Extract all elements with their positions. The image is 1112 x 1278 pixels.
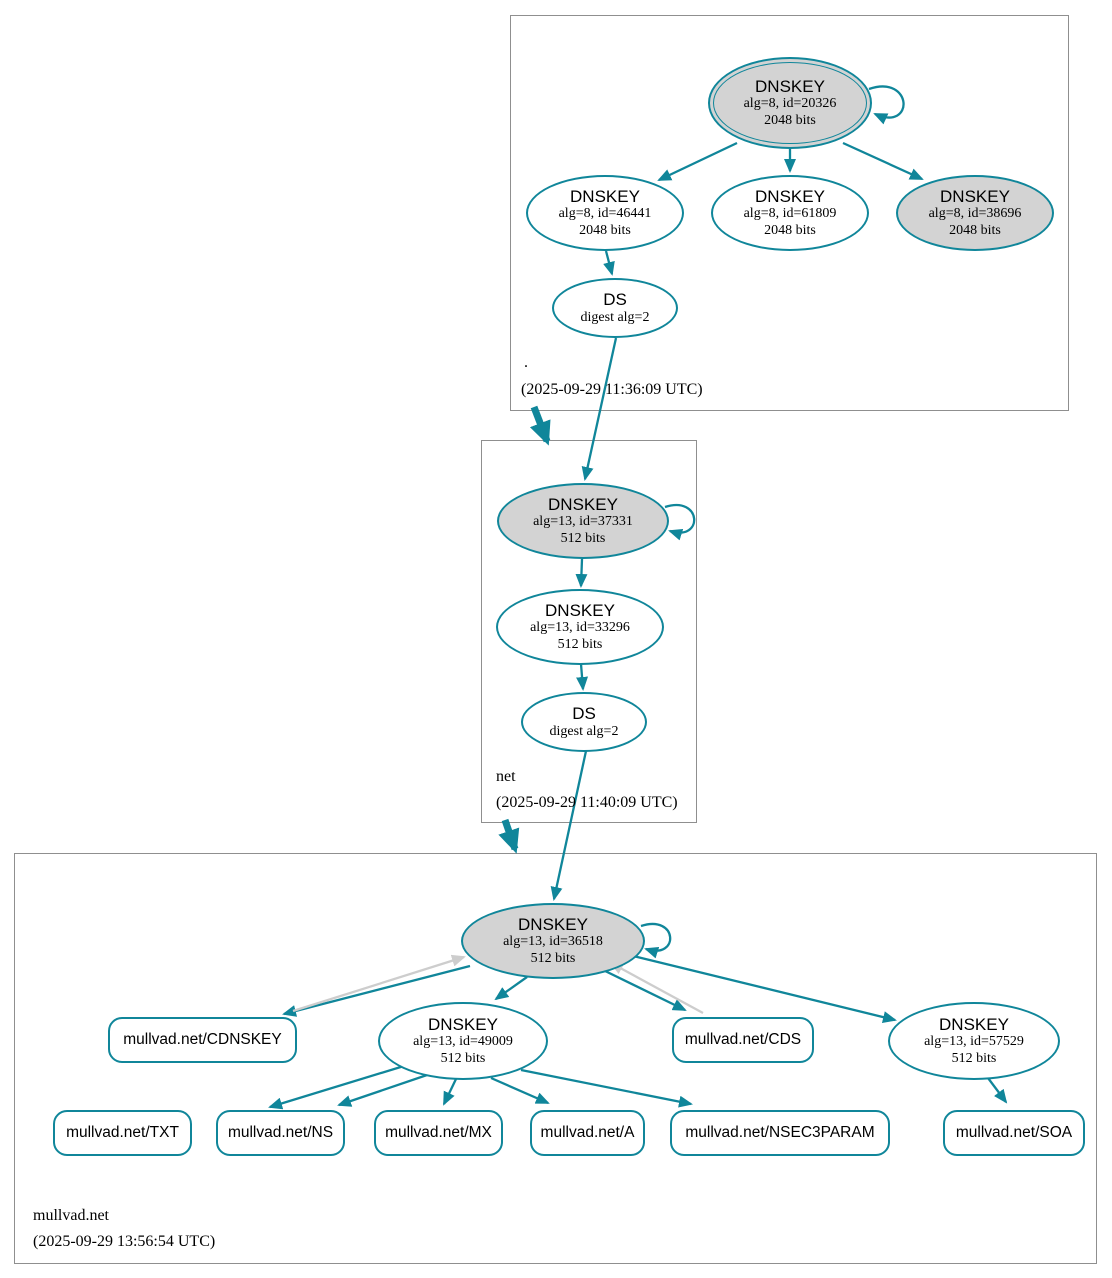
rrset-mullvad-soa[interactable]: mullvad.net/SOA xyxy=(943,1110,1085,1156)
edge-cds-to-ksk-gray xyxy=(609,961,704,1015)
edge-zsk-to-nsec3param xyxy=(520,1068,693,1108)
node-bits: 512 bits xyxy=(440,1050,486,1066)
rrset-mullvad-txt[interactable]: mullvad.net/TXT xyxy=(53,1110,192,1156)
edge-root-ksk-to-zsk38696 xyxy=(842,141,924,181)
dnskey-root-20326[interactable]: DNSKEY alg=8, id=20326 2048 bits xyxy=(708,57,872,149)
ds-net[interactable]: DS digest alg=2 xyxy=(521,692,647,752)
node-title: DNSKEY xyxy=(545,600,615,620)
node-title: DNSKEY xyxy=(755,76,825,96)
edge-root-ksk-selfloop xyxy=(868,85,905,125)
zone-label-net: net xyxy=(496,768,516,785)
node-title: DNSKEY xyxy=(755,186,825,206)
rrset-mullvad-ns[interactable]: mullvad.net/NS xyxy=(216,1110,345,1156)
node-title: DNSKEY xyxy=(940,186,1010,206)
node-detail: alg=13, id=33296 xyxy=(530,620,630,636)
rrset-mullvad-mx[interactable]: mullvad.net/MX xyxy=(374,1110,503,1156)
node-bits: 2048 bits xyxy=(949,222,1001,238)
node-bits: 512 bits xyxy=(951,1050,997,1066)
edge-root-ds-to-net-ksk xyxy=(581,337,618,481)
edge-ksk-to-ksk57529 xyxy=(624,952,897,1023)
node-bits: 2048 bits xyxy=(764,112,816,128)
dnskey-root-46441[interactable]: DNSKEY alg=8, id=46441 2048 bits xyxy=(526,175,684,251)
zone-label-root: . xyxy=(524,354,528,371)
rrset-mullvad-cds[interactable]: mullvad.net/CDS xyxy=(672,1017,814,1063)
zone-box-net xyxy=(481,440,697,823)
dnskey-mullvad-57529[interactable]: DNSKEY alg=13, id=57529 512 bits xyxy=(888,1002,1060,1080)
rrset-label: mullvad.net/MX xyxy=(385,1124,492,1141)
edge-zsk-to-mx xyxy=(442,1078,458,1106)
node-bits: 2048 bits xyxy=(764,222,816,238)
node-title: DNSKEY xyxy=(548,494,618,514)
node-bits: 512 bits xyxy=(530,950,576,966)
rrset-label: mullvad.net/SOA xyxy=(955,1124,1073,1141)
dnskey-root-38696[interactable]: DNSKEY alg=8, id=38696 2048 bits xyxy=(896,175,1054,251)
edge-zsk-to-a xyxy=(490,1076,550,1105)
node-bits: 512 bits xyxy=(557,636,603,652)
dnskey-net-33296[interactable]: DNSKEY alg=13, id=33296 512 bits xyxy=(496,589,664,665)
node-title: DNSKEY xyxy=(939,1014,1009,1034)
edge-net-ksk-to-zsk xyxy=(575,558,588,588)
edge-ksk-to-cds xyxy=(598,966,687,1012)
edge-ksk-to-zsk49009 xyxy=(494,976,528,1001)
edge-zsk-to-ns xyxy=(337,1072,431,1107)
zone-timestamp-net: (2025-09-29 11:40:09 UTC) xyxy=(496,794,678,811)
edge-net-ksk-selfloop xyxy=(664,504,696,541)
edge-net-to-mullvad-delegation xyxy=(498,818,520,854)
edge-zsk-to-txt xyxy=(268,1064,405,1110)
node-detail: digest alg=2 xyxy=(549,723,619,739)
zone-box-root xyxy=(510,15,1069,411)
node-detail: alg=8, id=46441 xyxy=(558,206,652,222)
rrset-label: mullvad.net/A xyxy=(540,1124,635,1141)
node-detail: digest alg=2 xyxy=(580,309,650,325)
edge-net-ds-to-mullvad-ksk xyxy=(550,750,588,901)
zone-label-mullvad: mullvad.net xyxy=(33,1207,109,1224)
rrset-label: mullvad.net/TXT xyxy=(66,1124,179,1141)
rrset-label: mullvad.net/CDS xyxy=(684,1031,802,1048)
rrset-label: mullvad.net/NSEC3PARAM xyxy=(685,1124,875,1141)
node-detail: alg=13, id=36518 xyxy=(503,934,603,950)
node-title: DNSKEY xyxy=(518,914,588,934)
edge-ksk-to-cdnskey xyxy=(282,964,471,1017)
node-detail: alg=13, id=37331 xyxy=(533,514,633,530)
node-detail: alg=13, id=49009 xyxy=(413,1034,513,1050)
dnskey-mullvad-49009[interactable]: DNSKEY alg=13, id=49009 512 bits xyxy=(378,1002,548,1080)
edge-ksk57529-to-soa xyxy=(987,1077,1008,1104)
node-title: DNSKEY xyxy=(428,1014,498,1034)
node-title: DS xyxy=(572,703,596,723)
dnskey-mullvad-36518[interactable]: DNSKEY alg=13, id=36518 512 bits xyxy=(461,903,645,979)
node-detail: alg=8, id=38696 xyxy=(928,206,1022,222)
zone-timestamp-mullvad: (2025-09-29 13:56:54 UTC) xyxy=(33,1233,216,1250)
dnskey-root-61809[interactable]: DNSKEY alg=8, id=61809 2048 bits xyxy=(711,175,869,251)
node-title: DNSKEY xyxy=(570,186,640,206)
dnskey-net-37331[interactable]: DNSKEY alg=13, id=37331 512 bits xyxy=(497,483,669,559)
edge-root-zsk-to-ds xyxy=(603,250,615,276)
edge-root-ksk-to-zsk46441 xyxy=(657,141,738,182)
node-bits: 2048 bits xyxy=(579,222,631,238)
edge-root-to-net-delegation xyxy=(529,405,551,446)
zone-box-mullvad-net xyxy=(14,853,1097,1264)
edge-mullvad-ksk-selfloop xyxy=(640,922,672,959)
node-title: DS xyxy=(603,289,627,309)
edge-cdnskey-to-ksk-gray xyxy=(292,954,466,1013)
node-detail: alg=8, id=20326 xyxy=(743,96,837,112)
rrset-mullvad-a[interactable]: mullvad.net/A xyxy=(530,1110,645,1156)
ds-root[interactable]: DS digest alg=2 xyxy=(552,278,678,338)
node-bits: 512 bits xyxy=(560,530,606,546)
rrset-label: mullvad.net/CDNSKEY xyxy=(123,1031,282,1048)
edge-net-zsk-to-ds xyxy=(576,663,589,691)
zone-timestamp-root: (2025-09-29 11:36:09 UTC) xyxy=(521,381,703,398)
rrset-mullvad-cdnskey[interactable]: mullvad.net/CDNSKEY xyxy=(108,1017,297,1063)
node-detail: alg=8, id=61809 xyxy=(743,206,837,222)
rrset-mullvad-nsec3param[interactable]: mullvad.net/NSEC3PARAM xyxy=(670,1110,890,1156)
rrset-label: mullvad.net/NS xyxy=(227,1124,334,1141)
node-detail: alg=13, id=57529 xyxy=(924,1034,1024,1050)
